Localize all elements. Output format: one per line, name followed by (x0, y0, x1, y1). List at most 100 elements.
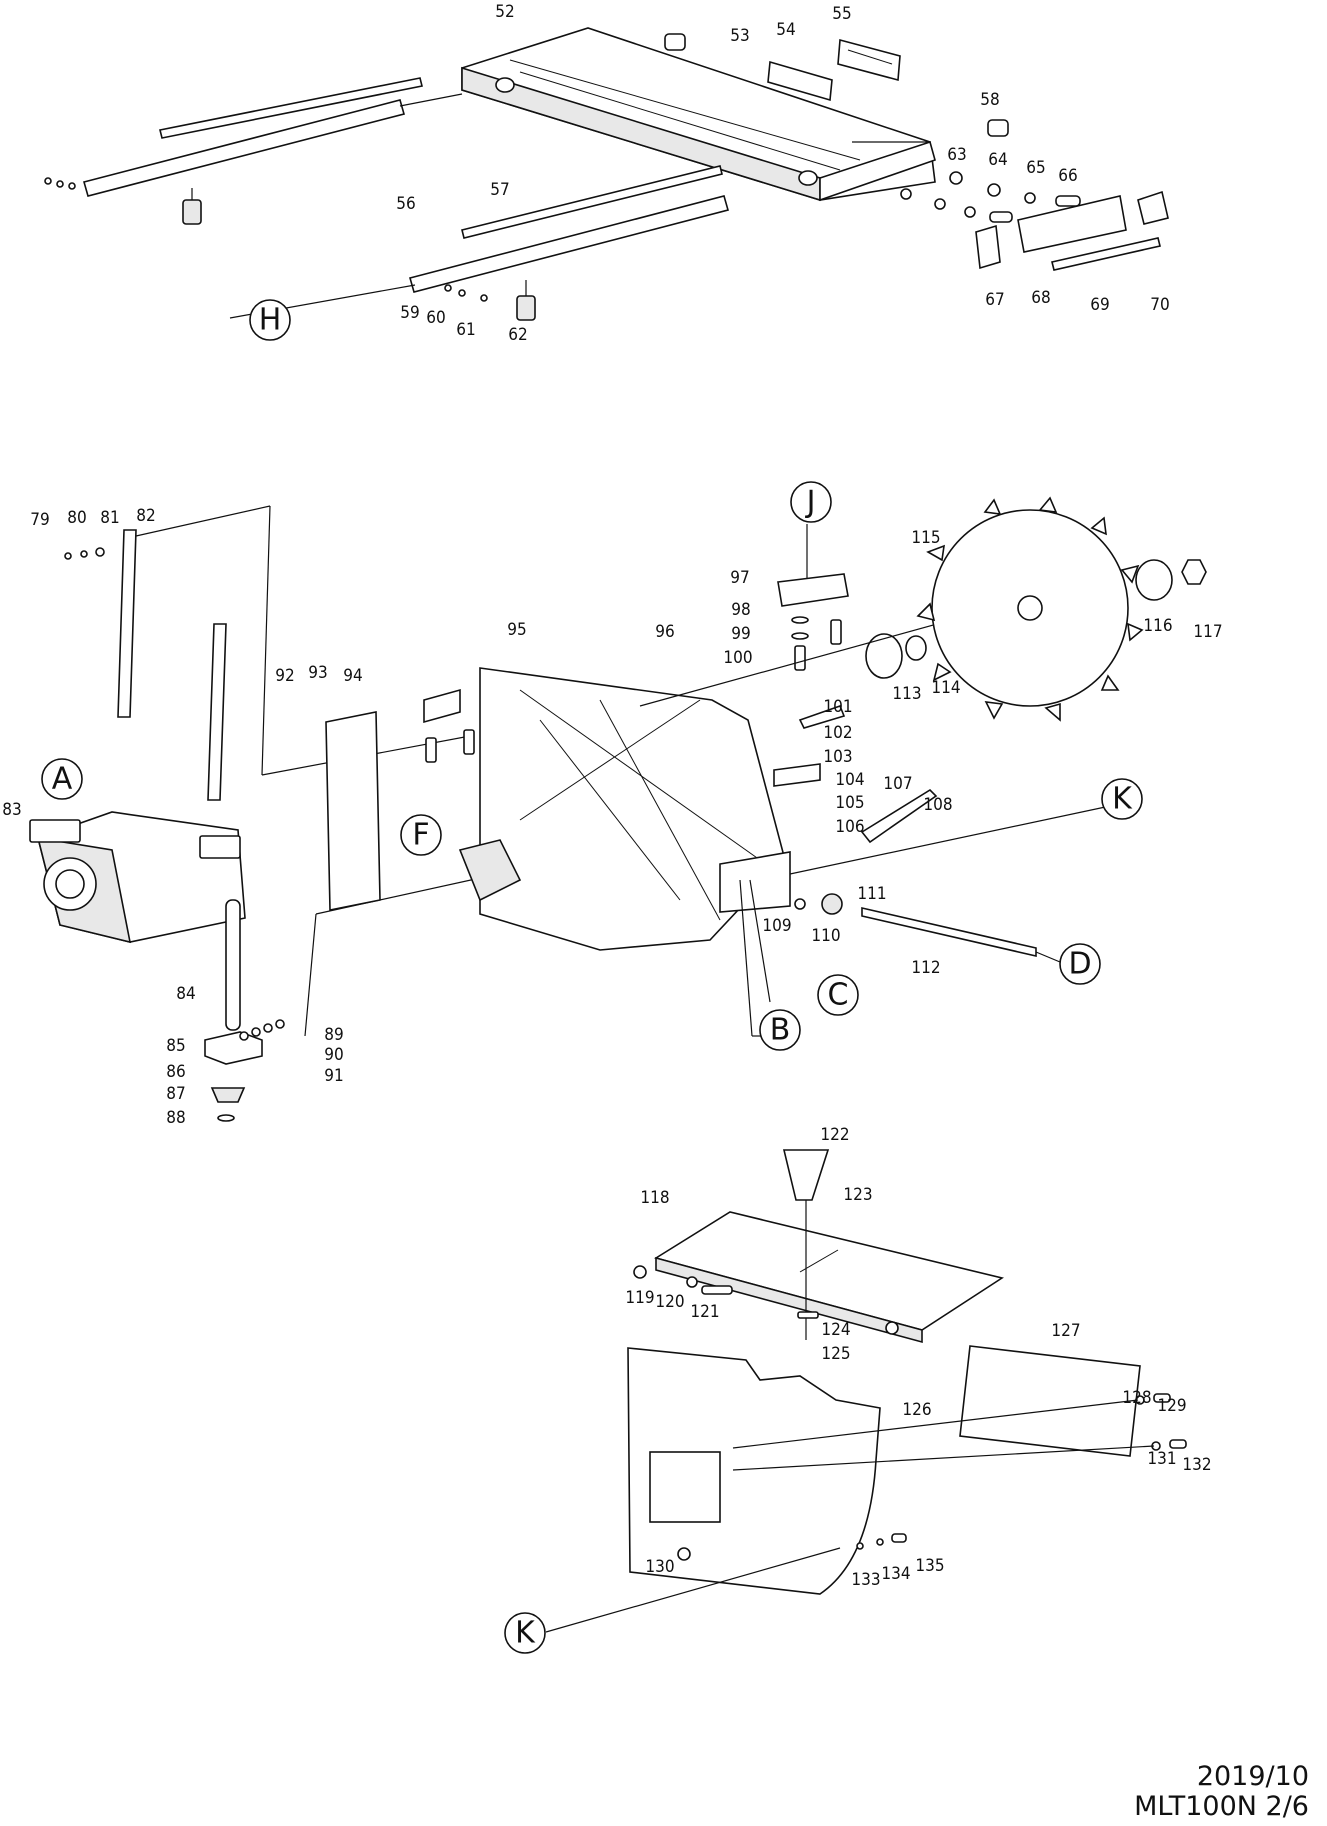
part-label-97: 97 (730, 568, 749, 588)
part-label-93: 93 (308, 663, 327, 683)
part-label-121: 121 (690, 1302, 719, 1322)
part-label-80: 80 (67, 508, 86, 528)
part-label-111: 111 (857, 884, 886, 904)
part-label-82: 82 (136, 506, 155, 526)
part-label-113: 113 (892, 684, 921, 704)
part-label-123: 123 (843, 1185, 872, 1205)
part-label-122: 122 (820, 1125, 849, 1145)
part-label-64: 64 (988, 150, 1007, 170)
part-label-57: 57 (490, 180, 509, 200)
callout-letter: B (770, 1013, 791, 1048)
callout-circle (504, 1612, 546, 1654)
callout-letter: K (1112, 782, 1133, 817)
part-label-67: 67 (985, 290, 1004, 310)
part-label-91: 91 (324, 1066, 343, 1086)
part-label-54: 54 (776, 20, 795, 40)
part-label-81: 81 (100, 508, 119, 528)
part-label-134: 134 (881, 1564, 910, 1584)
callout-d-5: D (1059, 943, 1101, 985)
part-label-117: 117 (1193, 622, 1222, 642)
callout-k-4: K (1101, 778, 1143, 820)
callout-circle (790, 481, 832, 523)
part-label-55: 55 (832, 4, 851, 24)
part-label-59: 59 (400, 303, 419, 323)
callout-circle (1059, 943, 1101, 985)
part-label-53: 53 (730, 26, 749, 46)
part-label-118: 118 (640, 1188, 669, 1208)
part-label-90: 90 (324, 1045, 343, 1065)
part-label-99: 99 (731, 624, 750, 644)
part-label-88: 88 (166, 1108, 185, 1128)
part-label-56: 56 (396, 194, 415, 214)
part-label-87: 87 (166, 1084, 185, 1104)
part-label-86: 86 (166, 1062, 185, 1082)
part-label-65: 65 (1026, 158, 1045, 178)
part-label-60: 60 (426, 308, 445, 328)
part-label-68: 68 (1031, 288, 1050, 308)
callout-circle (249, 299, 291, 341)
part-label-101: 101 (823, 697, 852, 717)
callout-f-3: F (400, 814, 442, 856)
callout-j-1: J (790, 481, 832, 523)
part-label-107: 107 (883, 774, 912, 794)
part-label-124: 124 (821, 1320, 850, 1340)
part-label-83: 83 (2, 800, 21, 820)
callout-circle (400, 814, 442, 856)
part-label-63: 63 (947, 145, 966, 165)
callout-letter: K (515, 1616, 536, 1651)
part-label-119: 119 (625, 1288, 654, 1308)
part-label-58: 58 (980, 90, 999, 110)
callout-letter: C (828, 978, 849, 1013)
part-label-129: 129 (1157, 1396, 1186, 1416)
callout-circle (759, 1009, 801, 1051)
part-label-115: 115 (911, 528, 940, 548)
footer-info: 2019/10 MLT100N 2/6 (1134, 1762, 1309, 1822)
part-label-108: 108 (923, 795, 952, 815)
part-label-69: 69 (1090, 295, 1109, 315)
part-label-131: 131 (1147, 1449, 1176, 1469)
part-label-94: 94 (343, 666, 362, 686)
footer-date: 2019/10 (1196, 1761, 1309, 1792)
part-label-62: 62 (508, 325, 527, 345)
part-label-104: 104 (835, 770, 864, 790)
part-label-110: 110 (811, 926, 840, 946)
part-label-135: 135 (915, 1556, 944, 1576)
part-label-116: 116 (1143, 616, 1172, 636)
extension-table-assembly (44, 27, 1169, 321)
callout-circle (817, 974, 859, 1016)
part-label-103: 103 (823, 747, 852, 767)
part-label-128: 128 (1122, 1388, 1151, 1408)
blade-teeth (916, 496, 1144, 722)
part-label-98: 98 (731, 600, 750, 620)
callout-letter: J (805, 485, 816, 520)
part-label-79: 79 (30, 510, 49, 530)
footer-model-page: MLT100N 2/6 (1134, 1791, 1309, 1822)
callout-k-8: K (504, 1612, 546, 1654)
part-label-125: 125 (821, 1344, 850, 1364)
part-label-105: 105 (835, 793, 864, 813)
part-label-100: 100 (723, 648, 752, 668)
callout-b-7: B (759, 1009, 801, 1051)
part-label-114: 114 (931, 678, 960, 698)
callout-letter: F (412, 818, 429, 853)
part-label-61: 61 (456, 320, 475, 340)
callout-c-6: C (817, 974, 859, 1016)
part-label-106: 106 (835, 817, 864, 837)
table-insert-guard-assembly (545, 1149, 1187, 1633)
part-label-84: 84 (176, 984, 195, 1004)
part-label-120: 120 (655, 1292, 684, 1312)
callout-letter: A (52, 762, 73, 797)
part-label-95: 95 (507, 620, 526, 640)
part-label-70: 70 (1150, 295, 1169, 315)
part-label-130: 130 (645, 1557, 674, 1577)
part-label-89: 89 (324, 1025, 343, 1045)
part-label-92: 92 (275, 666, 294, 686)
callout-letter: D (1068, 947, 1091, 982)
part-label-96: 96 (655, 622, 674, 642)
part-label-109: 109 (762, 916, 791, 936)
part-label-133: 133 (851, 1570, 880, 1590)
callout-circle (41, 758, 83, 800)
callout-a-2: A (41, 758, 83, 800)
